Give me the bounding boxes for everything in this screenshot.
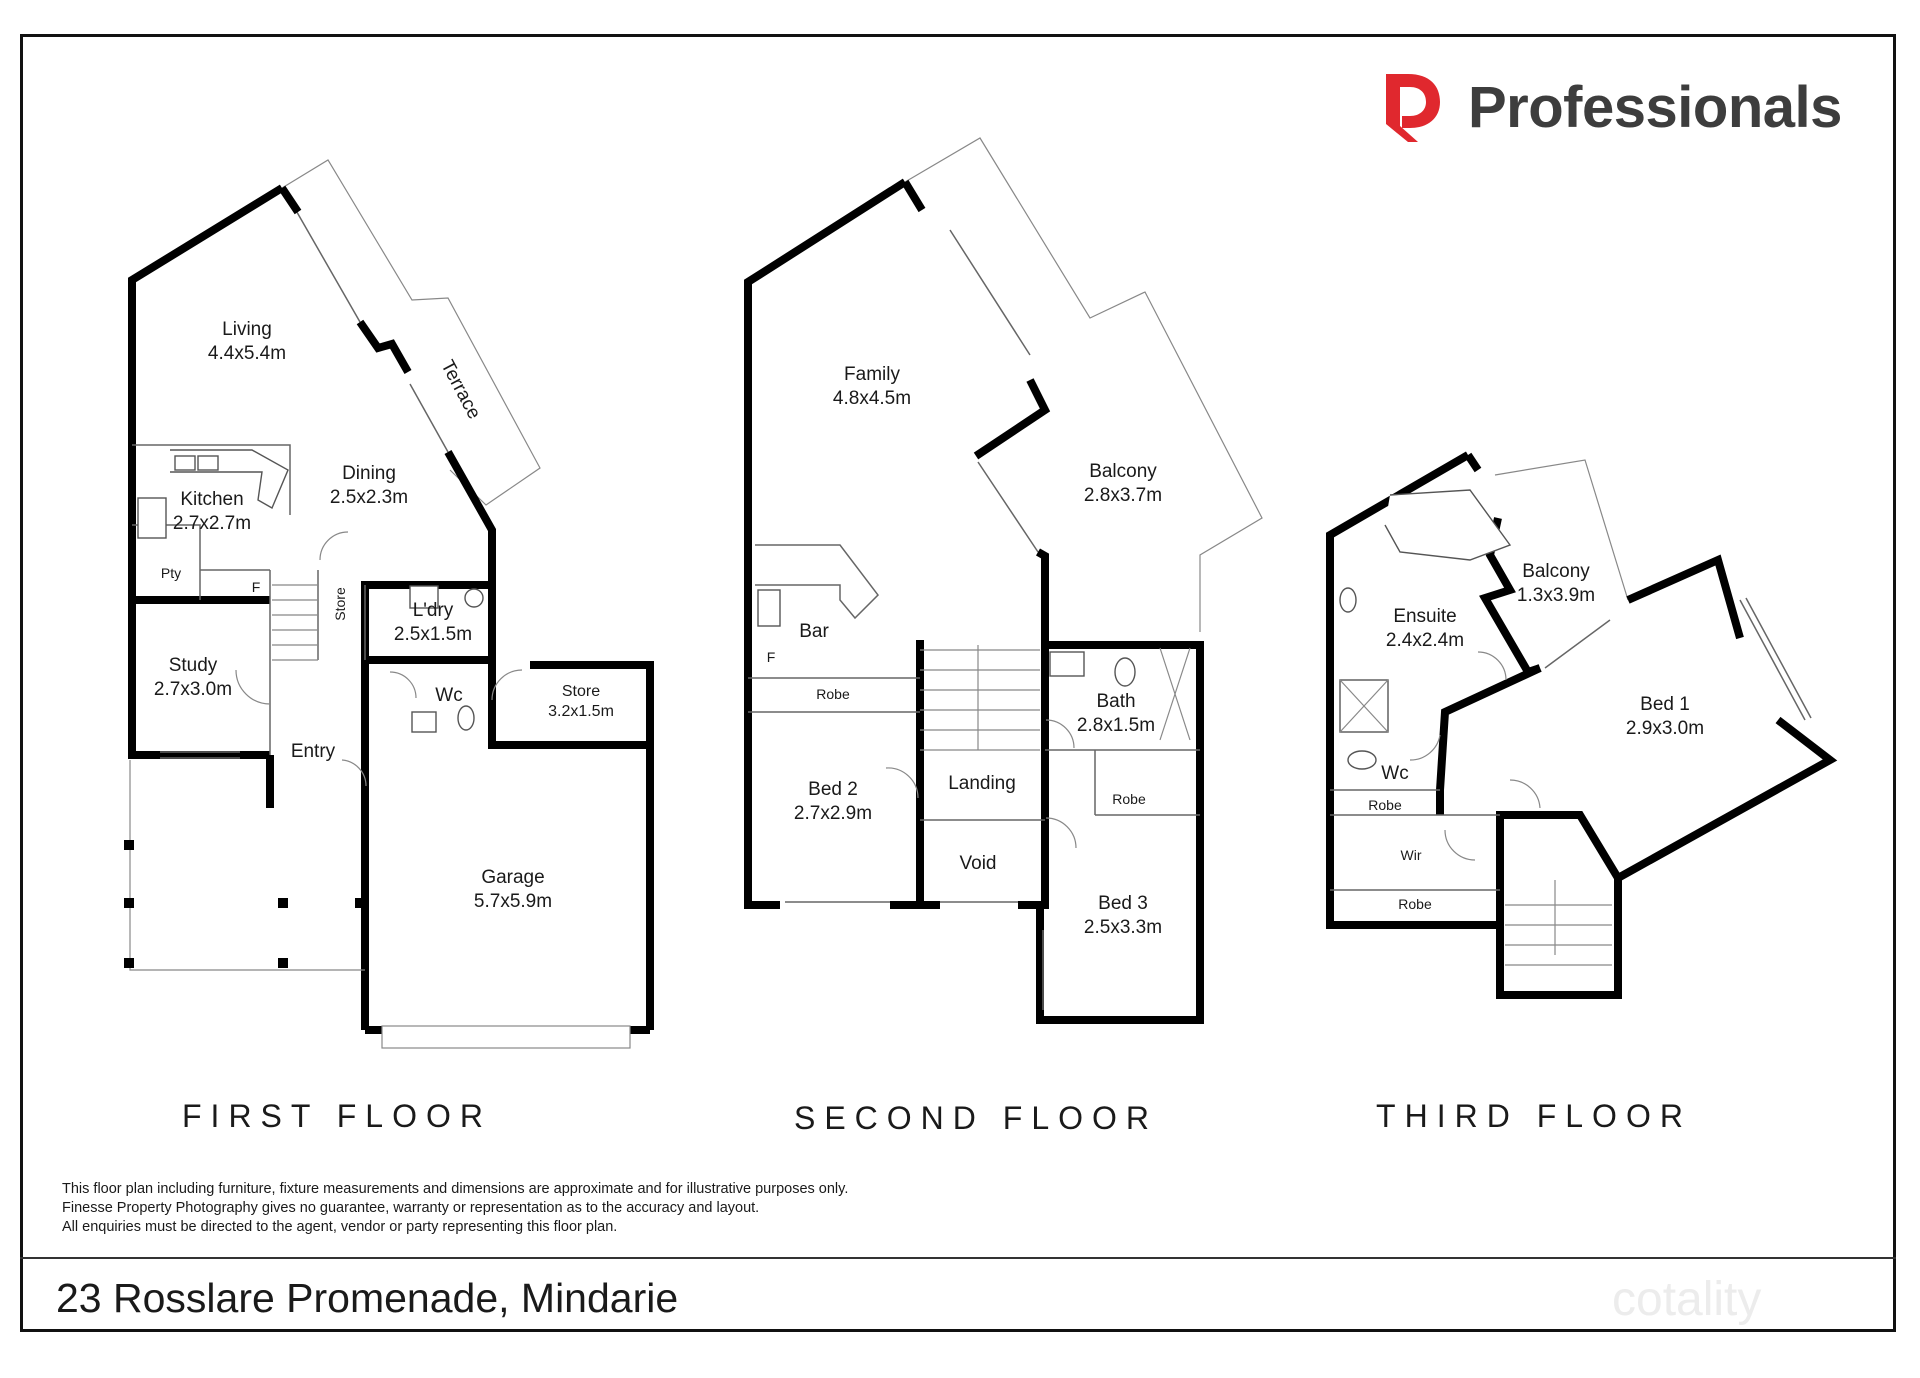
room-balcony: Balcony 1.3x3.9m <box>1517 560 1595 608</box>
room-living: Living 4.4x5.4m <box>208 318 286 366</box>
plan-border <box>20 34 1896 1332</box>
professionals-logo: Professionals <box>1380 62 1842 152</box>
room-dimensions: 2.7x3.0m <box>153 679 233 700</box>
room-landing: Landing <box>948 772 1016 796</box>
disclaimer: This floor plan including furniture, fix… <box>62 1180 848 1237</box>
first-floor-title: FIRST FLOOR <box>182 1098 492 1134</box>
room-balcony: Balcony 2.8x3.7m <box>1084 460 1162 508</box>
second-floor-plan <box>744 137 1263 1024</box>
room-name: Kitchen <box>180 489 244 510</box>
room-ensuite: Ensuite 2.4x2.4m <box>1386 605 1464 653</box>
room-dimensions: 2.4x2.4m <box>1385 630 1465 651</box>
room-bed-3: Bed 3 2.5x3.3m <box>1084 892 1162 940</box>
room-void: Void <box>960 852 997 876</box>
robe-label: Robe <box>1398 895 1431 913</box>
room-name: Robe <box>1112 791 1146 807</box>
room-name: Ensuite <box>1393 606 1457 627</box>
divider <box>20 1257 1896 1259</box>
room-wc: Wc <box>1381 762 1408 786</box>
room-family: Family 4.8x4.5m <box>833 363 911 411</box>
room-name: F <box>251 579 261 595</box>
room-dimensions: 2.7x2.7m <box>172 513 252 534</box>
third-floor-title: THIRD FLOOR <box>1376 1098 1692 1134</box>
room-dimensions: 5.7x5.9m <box>473 891 553 912</box>
room-laundry: L'dry 2.5x1.5m <box>394 599 472 647</box>
room-dimensions: 2.5x1.5m <box>393 624 473 645</box>
third-floor-plan <box>1326 451 1838 999</box>
room-store: Store 3.2x1.5m <box>548 682 614 722</box>
room-dimensions: 1.3x3.9m <box>1516 585 1596 606</box>
room-name: Void <box>959 853 997 874</box>
room-name: Bath <box>1096 691 1136 712</box>
room-bath: Bath 2.8x1.5m <box>1077 690 1155 738</box>
disclaimer-line: This floor plan including furniture, fix… <box>62 1181 849 1197</box>
room-dimensions: 2.8x3.7m <box>1083 485 1163 506</box>
room-bed-1: Bed 1 2.9x3.0m <box>1626 693 1704 741</box>
watermark: cotality <box>1612 1273 1762 1326</box>
first-floor-plan <box>124 159 654 1049</box>
room-name: Robe <box>1368 797 1402 813</box>
room-name: Bar <box>799 621 829 642</box>
professionals-logo-mark <box>1386 74 1440 142</box>
room-dimensions: 2.9x3.0m <box>1625 718 1705 739</box>
room-study: Study 2.7x3.0m <box>154 654 232 702</box>
room-name: Landing <box>948 773 1016 794</box>
disclaimer-line: All enquiries must be directed to the ag… <box>62 1219 618 1235</box>
room-dimensions: 4.8x4.5m <box>832 388 912 409</box>
room-name: L'dry <box>412 600 454 621</box>
fridge-label: F <box>252 578 261 596</box>
room-name: Wir <box>1400 847 1422 863</box>
robe-label: Robe <box>816 685 849 703</box>
room-name: Robe <box>1398 896 1432 912</box>
room-name: Balcony <box>1522 561 1590 582</box>
room-garage: Garage 5.7x5.9m <box>474 866 552 914</box>
room-name: Wc <box>1381 763 1409 784</box>
second-floor-title: SECOND FLOOR <box>793 1100 1159 1136</box>
room-dimensions: 2.5x2.3m <box>329 487 409 508</box>
room-kitchen: Kitchen 2.7x2.7m <box>173 488 251 536</box>
room-dining: Dining 2.5x2.3m <box>330 462 408 510</box>
room-name: Entry <box>290 741 336 762</box>
store-small-label: Store <box>331 587 349 620</box>
room-bed-2: Bed 2 2.7x2.9m <box>794 778 872 826</box>
room-name: Wc <box>435 685 463 706</box>
disclaimer-line: Finesse Property Photography gives no gu… <box>62 1200 760 1216</box>
room-name: Store <box>561 683 601 700</box>
room-dimensions: 2.5x3.3m <box>1083 917 1163 938</box>
room-name: Pty <box>160 565 182 581</box>
room-dimensions: 2.8x1.5m <box>1076 715 1156 736</box>
room-name: Bed 3 <box>1098 893 1148 914</box>
fridge-label: F <box>767 648 776 666</box>
room-name: Living <box>222 319 272 340</box>
room-name: Garage <box>481 867 545 888</box>
room-name: Study <box>168 655 218 676</box>
pantry-label: Pty <box>161 564 181 582</box>
robe-label: Robe <box>1112 790 1145 808</box>
brand-name: Professionals <box>1468 74 1842 140</box>
room-name: Family <box>844 364 900 385</box>
room-dimensions: 3.2x1.5m <box>548 703 614 720</box>
room-name: Store <box>332 587 348 621</box>
room-wc: Wc <box>435 684 462 708</box>
room-name: Bed 2 <box>808 779 858 800</box>
room-name: Dining <box>342 463 396 484</box>
room-name: Balcony <box>1089 461 1157 482</box>
room-name: Robe <box>816 686 850 702</box>
room-name: Bed 1 <box>1640 694 1690 715</box>
robe-label: Robe <box>1368 796 1401 814</box>
room-entry: Entry <box>291 740 335 764</box>
room-name: F <box>766 649 776 665</box>
room-wir: Wir <box>1401 846 1422 864</box>
room-dimensions: 2.7x2.9m <box>793 803 873 824</box>
room-dimensions: 4.4x5.4m <box>207 343 287 364</box>
room-bar: Bar <box>799 620 829 644</box>
property-address: 23 Rosslare Promenade, Mindarie <box>56 1275 679 1321</box>
